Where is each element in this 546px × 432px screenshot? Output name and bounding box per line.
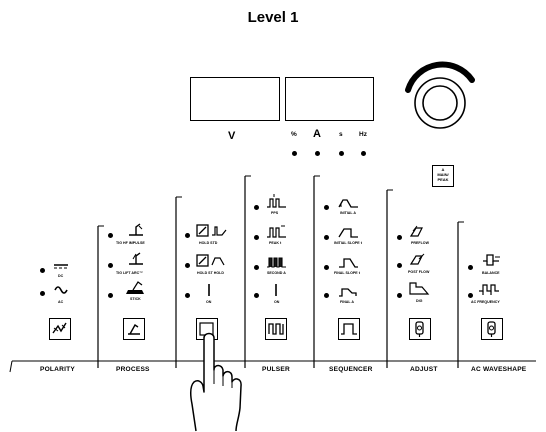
process-section-label: PROCESS	[116, 366, 150, 373]
balance-icon	[481, 252, 503, 268]
postflow-icon	[408, 252, 428, 267]
polarity-ac-label: AC	[58, 300, 63, 304]
pulser-second-led	[254, 265, 259, 270]
trigger-hold-label: HOLD ST HOLD	[197, 271, 224, 275]
process-button-icon	[124, 319, 144, 339]
seq-initial-a-label: INITIAL A	[340, 211, 356, 215]
adjust-button-icon	[410, 319, 430, 339]
preflow-icon	[408, 224, 428, 239]
ac-waveshape-section-label: AC WAVESHAPE	[471, 366, 526, 373]
polarity-dc-label: DC	[58, 274, 63, 278]
pulser-on-icon	[273, 283, 279, 297]
tig-torch-icon	[126, 222, 148, 238]
seq-final-slope-label: FINAL SLOPE t	[334, 271, 360, 275]
wave-balance-label: BALANCE	[482, 271, 500, 275]
seq-final-a-label: FINAL A	[340, 300, 354, 304]
polarity-button-icon	[50, 319, 70, 339]
pulser-pps-label: PPS	[271, 211, 278, 215]
peak-wave-icon	[266, 223, 288, 239]
trigger-std-led	[185, 233, 190, 238]
trigger-on-led	[185, 293, 190, 298]
process-tig-hf-label: TIG HF IMPULSE	[116, 241, 145, 245]
ac-symbol-icon	[54, 284, 70, 296]
wave-frequency-led	[468, 293, 473, 298]
polarity-section-label: POLARITY	[40, 366, 75, 373]
adjust-dig-led	[397, 293, 402, 298]
dc-symbol-icon	[54, 262, 70, 272]
pulser-button[interactable]	[265, 318, 287, 340]
seq-initial-slope-led	[324, 235, 329, 240]
pulser-peak-led	[254, 235, 259, 240]
adjust-section-label: ADJUST	[410, 366, 438, 373]
initial-amp-icon	[338, 195, 360, 209]
process-stick-led	[108, 293, 113, 298]
sequencer-button[interactable]	[338, 318, 360, 340]
waveshape-button-icon	[482, 319, 502, 339]
waveshape-button[interactable]	[481, 318, 503, 340]
pulser-on-label: ON	[274, 300, 279, 304]
seq-initial-a-led	[324, 205, 329, 210]
pps-wave-icon	[266, 193, 288, 209]
adjust-postflow-label: POST FLOW	[408, 270, 429, 274]
pointing-hand-icon	[184, 324, 254, 432]
process-button[interactable]	[123, 318, 145, 340]
pulser-peak-label: PEAK t	[269, 241, 281, 245]
sequencer-section-label: SEQUENCER	[329, 366, 373, 373]
second-amp-wave-icon	[266, 253, 288, 269]
initial-slope-icon	[338, 225, 360, 239]
process-tig-lift-led	[108, 263, 113, 268]
adjust-preflow-led	[397, 235, 402, 240]
trigger-std-icon	[196, 224, 232, 238]
final-slope-icon	[338, 255, 360, 269]
trigger-hold-led	[185, 263, 190, 268]
pulser-second-label: SECOND A	[267, 271, 286, 275]
pulser-on-led	[254, 293, 259, 298]
adjust-dig-label: DIG	[416, 299, 422, 303]
process-stick-label: STICK	[130, 297, 141, 301]
pulser-section-label: PULSER	[262, 366, 290, 373]
dig-icon	[408, 281, 432, 296]
process-tig-lift-label: TIG LIFT ARC™	[116, 271, 143, 275]
trigger-hold-icon	[196, 254, 232, 268]
adjust-postflow-led	[397, 263, 402, 268]
stick-electrode-icon	[124, 280, 148, 296]
seq-initial-slope-label: INITIAL SLOPE t	[334, 241, 362, 245]
pulser-button-icon	[266, 319, 286, 339]
sequencer-button-icon	[339, 319, 359, 339]
pulser-pps-led	[254, 205, 259, 210]
wave-balance-led	[468, 265, 473, 270]
tig-lift-icon	[126, 251, 148, 267]
polarity-button[interactable]	[49, 318, 71, 340]
seq-final-a-led	[324, 293, 329, 298]
final-amp-icon	[338, 284, 360, 298]
ac-frequency-icon	[478, 283, 504, 297]
trigger-std-label: HOLD STD	[199, 241, 217, 245]
polarity-ac-led	[40, 291, 45, 296]
process-tig-hf-led	[108, 233, 113, 238]
polarity-dc-led	[40, 268, 45, 273]
seq-final-slope-led	[324, 265, 329, 270]
adjust-button[interactable]	[409, 318, 431, 340]
trigger-on-label: ON	[206, 300, 211, 304]
wave-frequency-label: AC FREQUENCY	[471, 300, 500, 304]
adjust-preflow-label: PREFLOW	[411, 241, 429, 245]
trigger-on-icon	[206, 283, 212, 297]
